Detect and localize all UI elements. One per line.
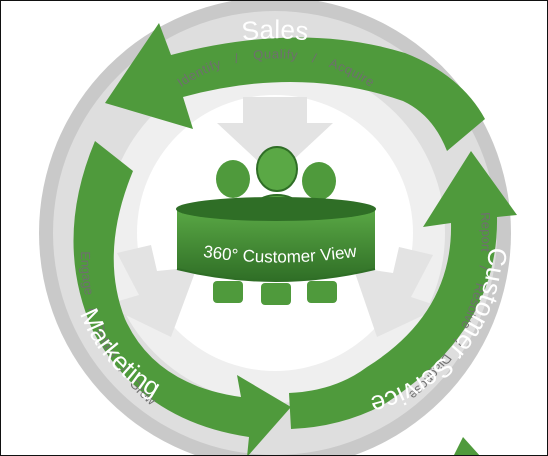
corner-arrow-tip [454, 437, 480, 455]
step-engage: Engage [78, 251, 97, 296]
step-separator: / [86, 306, 102, 314]
step-separator: / [476, 265, 491, 271]
inner-arrow-left [105, 245, 197, 337]
step-separator: / [233, 51, 240, 67]
sales-arrow [105, 23, 485, 151]
inner-arrow-right [353, 247, 441, 337]
customer-service-arrow [289, 151, 517, 429]
step-report: Report [478, 212, 494, 253]
step-qualify: Qualify [252, 46, 298, 62]
customer-view-band [176, 197, 376, 282]
step-separator: / [311, 50, 318, 66]
inner-arrow-top [217, 97, 333, 177]
marketing-arrow [73, 141, 291, 455]
sales-label: Sales [240, 14, 310, 46]
step-separator: / [450, 337, 465, 348]
